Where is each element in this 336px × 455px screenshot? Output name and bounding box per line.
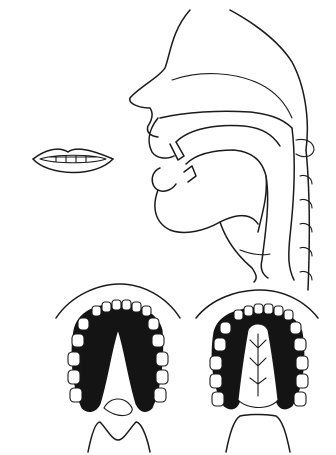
palate-left-lower-outline <box>88 422 150 452</box>
palate-diagram-right <box>196 290 318 452</box>
palate-left-tongue-tip <box>104 399 132 416</box>
tooth <box>264 304 273 314</box>
tooth <box>154 388 166 402</box>
lips-front-view <box>33 149 113 172</box>
tooth <box>68 370 80 384</box>
tooth <box>102 302 111 312</box>
palate <box>176 126 280 146</box>
hyoid-region <box>240 250 270 255</box>
tooth <box>210 374 222 388</box>
teeth-line <box>48 156 98 162</box>
upper-lip <box>149 118 174 158</box>
skull-top <box>230 10 307 150</box>
tooth <box>212 392 224 406</box>
tooth <box>290 322 301 334</box>
tooth <box>274 306 283 316</box>
tooth <box>72 334 84 347</box>
pharynx-back-wall <box>289 128 294 280</box>
tooth <box>214 338 226 351</box>
sagittal-section <box>130 10 314 290</box>
lower-incisor <box>184 166 196 182</box>
tooth <box>122 300 131 310</box>
tooth <box>70 388 82 402</box>
tooth <box>284 310 293 320</box>
tooth <box>142 306 151 316</box>
lower-lip <box>152 168 176 191</box>
tooth <box>220 322 231 334</box>
tooth <box>234 310 243 320</box>
tooth <box>296 356 308 370</box>
palate-diagram-left <box>56 284 180 452</box>
tooth <box>68 352 80 366</box>
lip-opening <box>40 155 106 163</box>
tooth <box>132 302 141 312</box>
tooth <box>156 352 168 366</box>
chin-jaw <box>155 190 258 232</box>
tooth <box>244 306 253 316</box>
tooth <box>210 356 222 370</box>
tooth <box>294 392 306 406</box>
tooth <box>152 334 164 347</box>
tooth <box>294 338 306 351</box>
tooth <box>112 300 121 310</box>
palate-right-lower-outline <box>226 415 290 453</box>
spine-outline <box>306 150 309 290</box>
pharynx-front-wall <box>261 176 268 278</box>
tooth <box>92 306 101 316</box>
tooth <box>254 304 263 314</box>
lower-lip-outline <box>33 159 113 173</box>
tooth <box>148 318 159 330</box>
vertebrae <box>296 139 314 280</box>
neck-front <box>220 222 256 282</box>
tooth <box>156 370 168 384</box>
tooth <box>78 318 89 330</box>
tooth <box>296 374 308 388</box>
